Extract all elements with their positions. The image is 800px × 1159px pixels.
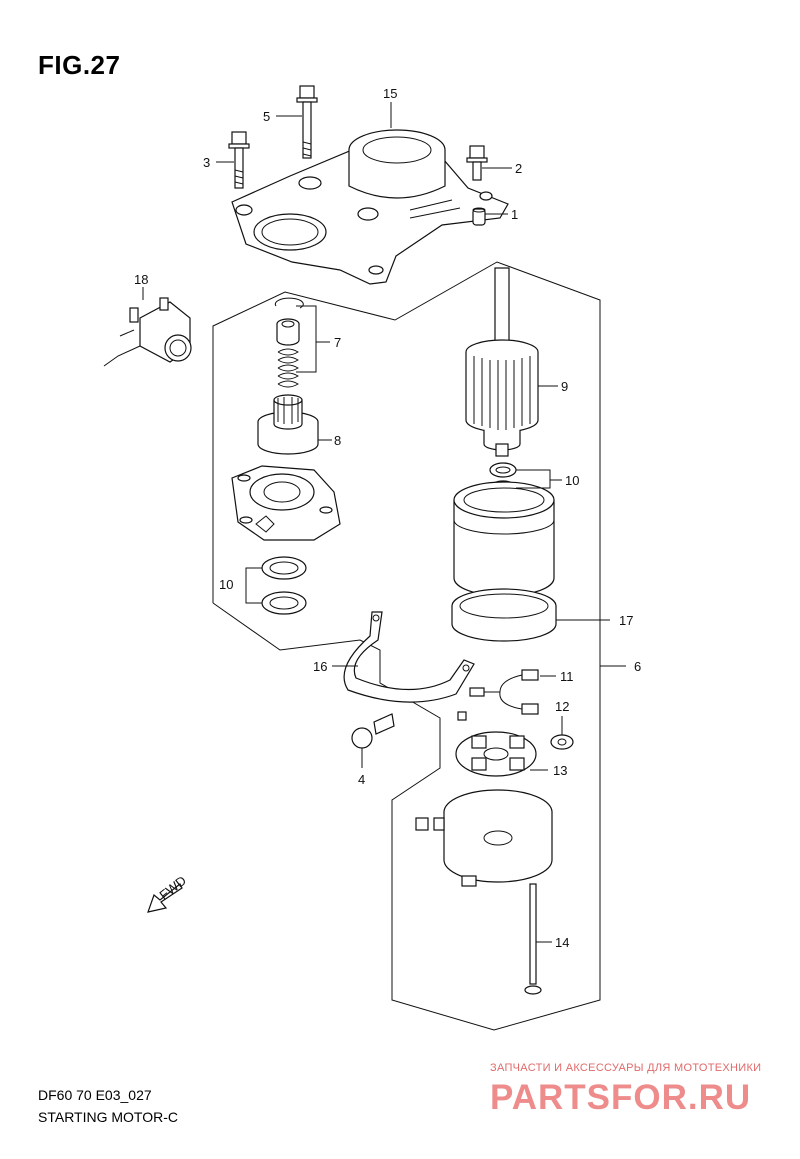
watermark-logo: PARTSFOR.RU — [490, 1078, 752, 1117]
callout-18: 18 — [134, 272, 148, 287]
callout-1: 1 — [511, 207, 518, 222]
callout-2: 2 — [515, 161, 522, 176]
part-9-armature — [465, 267, 539, 457]
figure-name: STARTING MOTOR-C — [38, 1109, 178, 1125]
callout-6: 6 — [634, 659, 641, 674]
callout-10-left: 10 — [219, 577, 233, 592]
assembly-outline — [212, 261, 601, 1031]
callout-7: 7 — [334, 335, 341, 350]
part-11-brushes — [469, 669, 539, 715]
part-17-seal-ring — [451, 588, 557, 642]
figure-title: FIG.27 — [38, 50, 121, 80]
callout-3: 3 — [203, 155, 210, 170]
part-13-brush-holder — [455, 711, 537, 777]
part-1-dowel — [472, 207, 486, 226]
callout-17: 17 — [619, 613, 633, 628]
part-12-bearing — [550, 734, 574, 750]
part-7-pinion-stop-set — [274, 297, 304, 388]
leader-lines — [142, 102, 626, 943]
figure-code: DF60 70 E03_027 — [38, 1087, 152, 1103]
callout-labels: 1 2 3 5 15 18 7 8 9 10 10 17 6 16 11 12 … — [134, 86, 641, 950]
callout-13: 13 — [553, 763, 567, 778]
callout-15: 15 — [383, 86, 397, 101]
callout-10-right: 10 — [565, 473, 579, 488]
callout-5: 5 — [263, 109, 270, 124]
part-15-bracket — [231, 129, 509, 285]
watermark-tagline: ЗАПЧАСТИ И АКСЕССУАРЫ ДЛЯ МОТОТЕХНИКИ — [490, 1062, 762, 1074]
part-8-pinion — [257, 394, 319, 455]
part-14-through-bolt — [524, 883, 542, 995]
callout-11: 11 — [560, 669, 574, 684]
part-2-bolt — [466, 145, 488, 181]
fwd-arrow-label: FWD — [156, 873, 189, 903]
front-housing — [231, 465, 341, 541]
part-3-bolt — [228, 131, 250, 189]
part-18-solenoid — [103, 297, 192, 367]
callout-8: 8 — [334, 433, 341, 448]
callout-9: 9 — [561, 379, 568, 394]
part-16-strap — [343, 611, 475, 703]
part-5-bolt — [296, 85, 318, 159]
callout-4: 4 — [358, 772, 365, 787]
callout-12: 12 — [555, 699, 569, 714]
yoke-housing — [453, 481, 555, 597]
fwd-arrow-icon — [147, 883, 183, 913]
callout-16: 16 — [313, 659, 327, 674]
rear-end-cover — [415, 789, 553, 887]
part-10-washers-left — [261, 556, 307, 615]
part-4-bolt — [351, 713, 395, 749]
callout-14: 14 — [555, 935, 569, 950]
